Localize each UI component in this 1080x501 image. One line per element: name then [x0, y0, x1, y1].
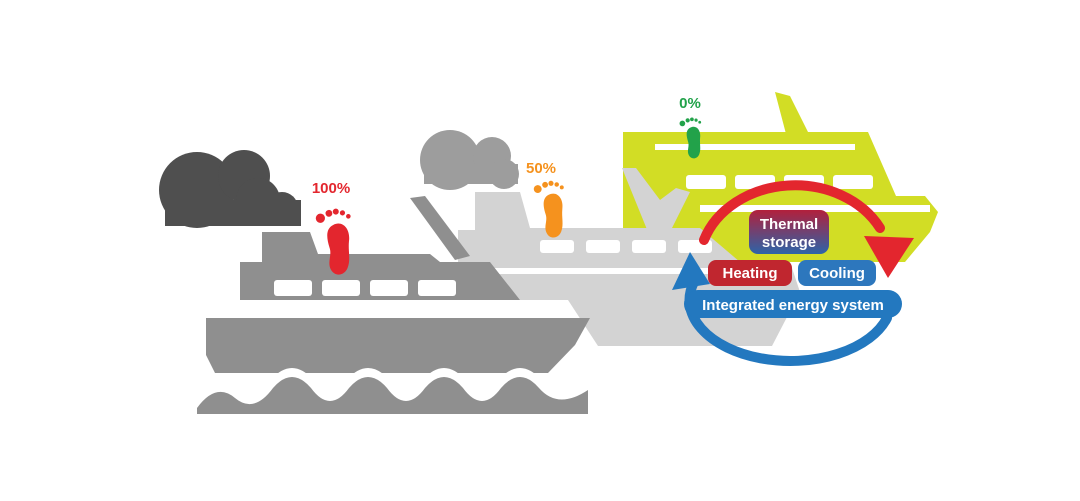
footprint-label-100: 100%	[312, 180, 350, 197]
sea-waves	[194, 368, 590, 414]
footprint-100: 100%	[312, 180, 357, 277]
energy-cycle: Thermal storage Heating Cooling Integrat…	[672, 180, 914, 366]
heating-label: Heating	[722, 265, 777, 282]
thermal-storage-line1: Thermal	[760, 216, 818, 233]
cooling-label: Cooling	[809, 265, 865, 282]
smoke-cloud-dark	[159, 150, 301, 228]
heating-box	[708, 260, 792, 286]
smoke-cloud-light	[420, 130, 519, 190]
cooling-box	[798, 260, 876, 286]
red-arrowhead-icon	[864, 236, 914, 278]
footprint-50: 50%	[526, 160, 569, 240]
ship-full-emission	[206, 196, 590, 373]
red-cycle-arrow	[699, 180, 885, 245]
ship-windows	[540, 240, 712, 253]
ship-windows	[274, 280, 456, 296]
blue-arrowhead-icon	[672, 252, 710, 290]
thermal-storage-box	[749, 210, 829, 254]
footprint-label-50: 50%	[526, 160, 556, 177]
footprint-label-0: 0%	[679, 95, 701, 112]
integrated-system-box	[684, 290, 902, 318]
footprint-0: 0%	[679, 95, 705, 160]
thermal-storage-line2: storage	[762, 234, 816, 251]
integrated-system-label: Integrated energy system	[702, 297, 884, 314]
